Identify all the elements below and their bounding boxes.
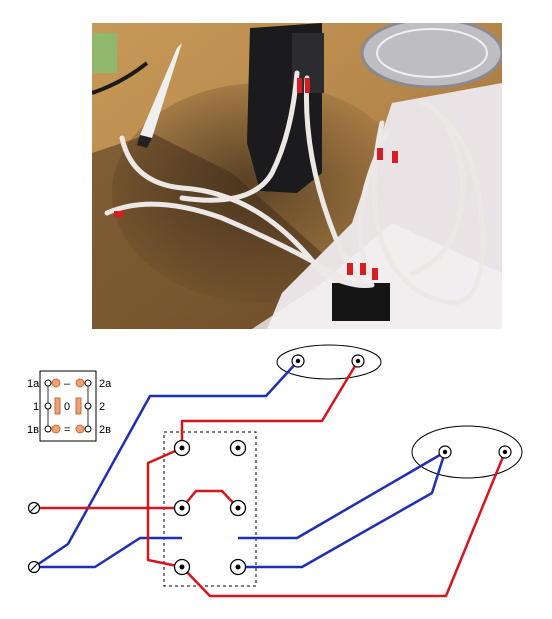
legend-pin-1a (44, 379, 52, 387)
blue-wire-1 (33, 360, 299, 569)
legend-bar-left (54, 397, 61, 415)
switch-terminals (173, 439, 247, 576)
red-wire-3 (146, 446, 183, 569)
input-terminals (27, 501, 41, 574)
red-wire-4 (180, 360, 360, 448)
legend-label-2: 2 (99, 401, 105, 413)
legend-symbol-bottom: = (64, 424, 70, 436)
legend-dot (51, 424, 61, 434)
metal-fan-inner (376, 28, 488, 78)
legend-dot (75, 378, 85, 388)
rocker-switch (332, 283, 390, 321)
red-wire-2 (181, 489, 239, 509)
blue-wire-3 (238, 450, 446, 540)
red-wire-5 (181, 451, 507, 598)
legend-label-1v: 1в (27, 424, 39, 436)
legend-dot (75, 424, 85, 434)
legend-symbol-top: – (64, 378, 71, 390)
legend-pin-2 (84, 402, 92, 410)
wiring-photo (92, 23, 502, 329)
legend-bar-right (75, 397, 82, 415)
top-load-ellipse (276, 344, 382, 380)
legend-symbol-mid: 0 (64, 401, 70, 413)
blue-wires (33, 360, 447, 569)
blue-wire-2 (34, 536, 182, 569)
green-item (92, 33, 117, 73)
red-wires (34, 360, 507, 598)
black-cable (92, 61, 149, 95)
legend-label-1: 1 (33, 401, 39, 413)
legend-label-2a: 2а (99, 378, 112, 390)
switch-legend: 1а 2а 1 2 1в 2в – 0 = (27, 370, 112, 442)
marker-pen (140, 43, 182, 138)
legend-pin-2v (84, 425, 92, 433)
legend-pin-1 (44, 402, 52, 410)
blue-wire-4 (238, 451, 447, 569)
right-load-ellipse (411, 425, 523, 479)
legend-label-2v: 2в (99, 424, 111, 436)
legend-pin-1v (44, 425, 52, 433)
legend-pin-2a (84, 379, 92, 387)
load-terminals (291, 354, 512, 459)
legend-label-1a: 1а (27, 378, 40, 390)
legend-dot (51, 378, 61, 388)
marker-cap (137, 135, 152, 148)
